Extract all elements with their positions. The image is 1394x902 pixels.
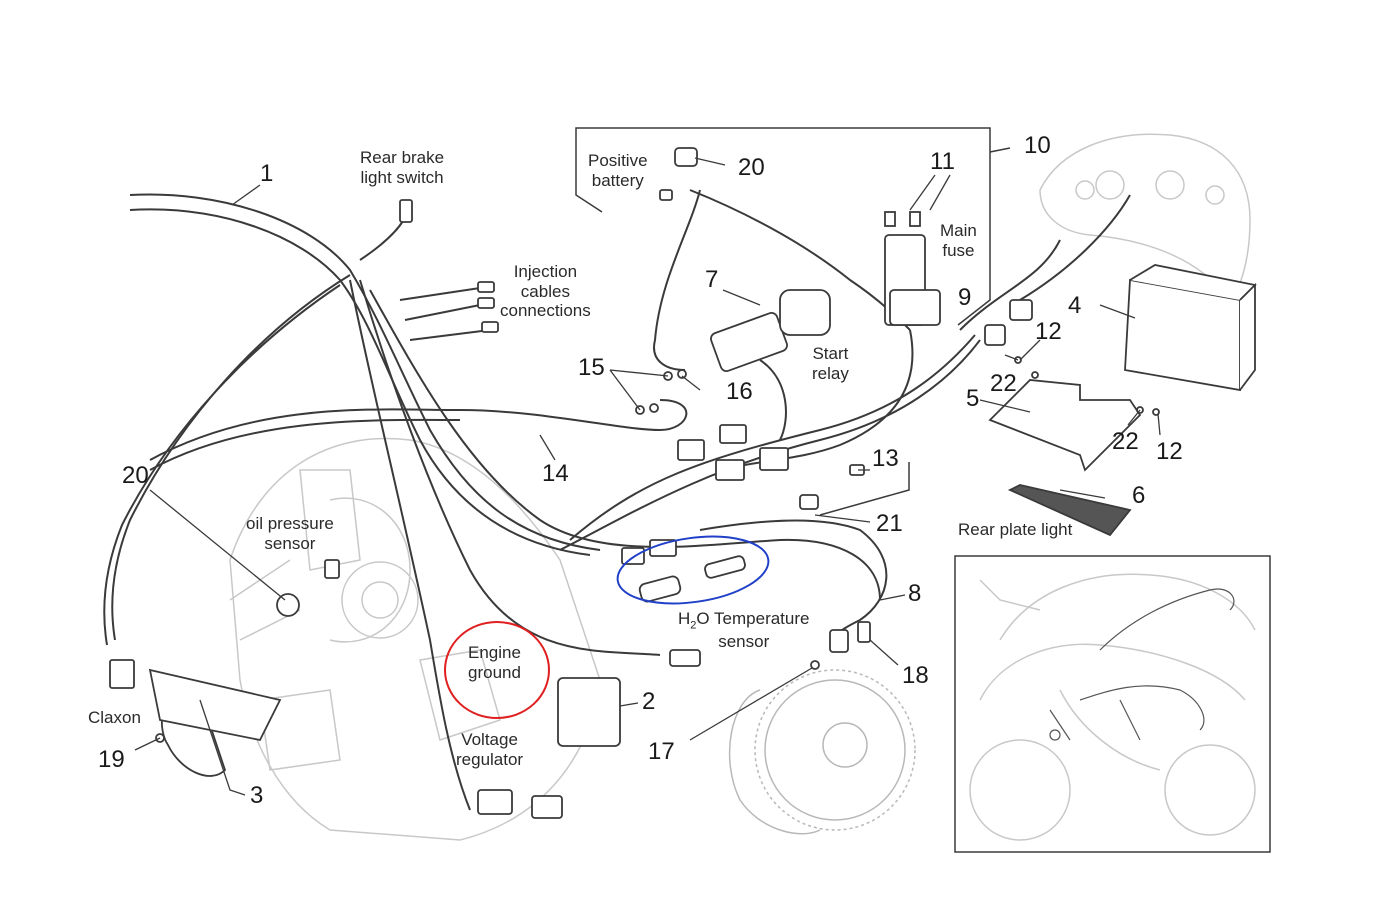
pickup-sensor [829,629,849,653]
h2o-h: H [678,609,691,628]
oil-pressure-sensor [276,593,300,617]
callout-12-upper: 12 [1035,318,1062,345]
label-claxon: Claxon [88,708,141,727]
callout-10: 10 [1024,132,1051,159]
callout-1: 1 [260,160,274,187]
callout-7: 7 [705,266,719,293]
bolt-18 [857,621,871,643]
components [109,147,1257,819]
tail-light-drawing [1039,133,1251,302]
callout-15: 15 [578,354,605,381]
start-relay [710,312,788,372]
h2o-rest: O Temperature [696,609,810,628]
label-rear-plate-light: Rear plate light [958,520,1073,539]
callout-9: 9 [958,284,972,311]
battery-bracket [988,379,1142,472]
callout-19: 19 [98,746,125,773]
callout-8: 8 [908,580,922,607]
positive-battery-terminal [674,147,698,167]
callout-11: 11 [930,148,955,175]
h2o-sensor-body [638,575,682,603]
flywheel-drawing [728,669,916,835]
rear-plate-light [1007,484,1132,537]
leader-lines [134,157,1161,796]
callout-12-lower: 12 [1156,438,1183,465]
wiring-harness [103,189,1131,811]
engine-ground-highlight [444,621,550,719]
engine-block-drawing [229,437,601,841]
claxon-connector [109,659,135,689]
callout-22-lower: 22 [1112,428,1139,455]
callout-20-battery: 20 [738,154,765,181]
callout-18: 18 [902,662,929,689]
group-10-frame [575,127,1011,516]
voltage-regulator [557,677,621,747]
motorcycle-inset [954,555,1271,853]
callout-21: 21 [876,510,903,537]
h2o-subscript: 2 [690,619,697,632]
callout-20-oil: 20 [122,462,149,489]
callout-3: 3 [250,782,264,809]
brake-switch-connector [399,199,413,223]
callout-5: 5 [966,385,980,412]
callout-6: 6 [1132,482,1146,509]
label-h2o-temperature-sensor: H2O Temperature sensor [678,609,810,652]
callout-22-upper: 22 [990,370,1017,397]
relay-cover [779,289,831,336]
callout-14: 14 [542,460,569,487]
callout-17: 17 [648,738,675,765]
callout-13: 13 [872,445,899,472]
callout-16: 16 [726,378,753,405]
h2o-sensor-highlight [616,535,770,605]
callout-2: 2 [642,688,656,715]
callout-4: 4 [1068,292,1082,319]
